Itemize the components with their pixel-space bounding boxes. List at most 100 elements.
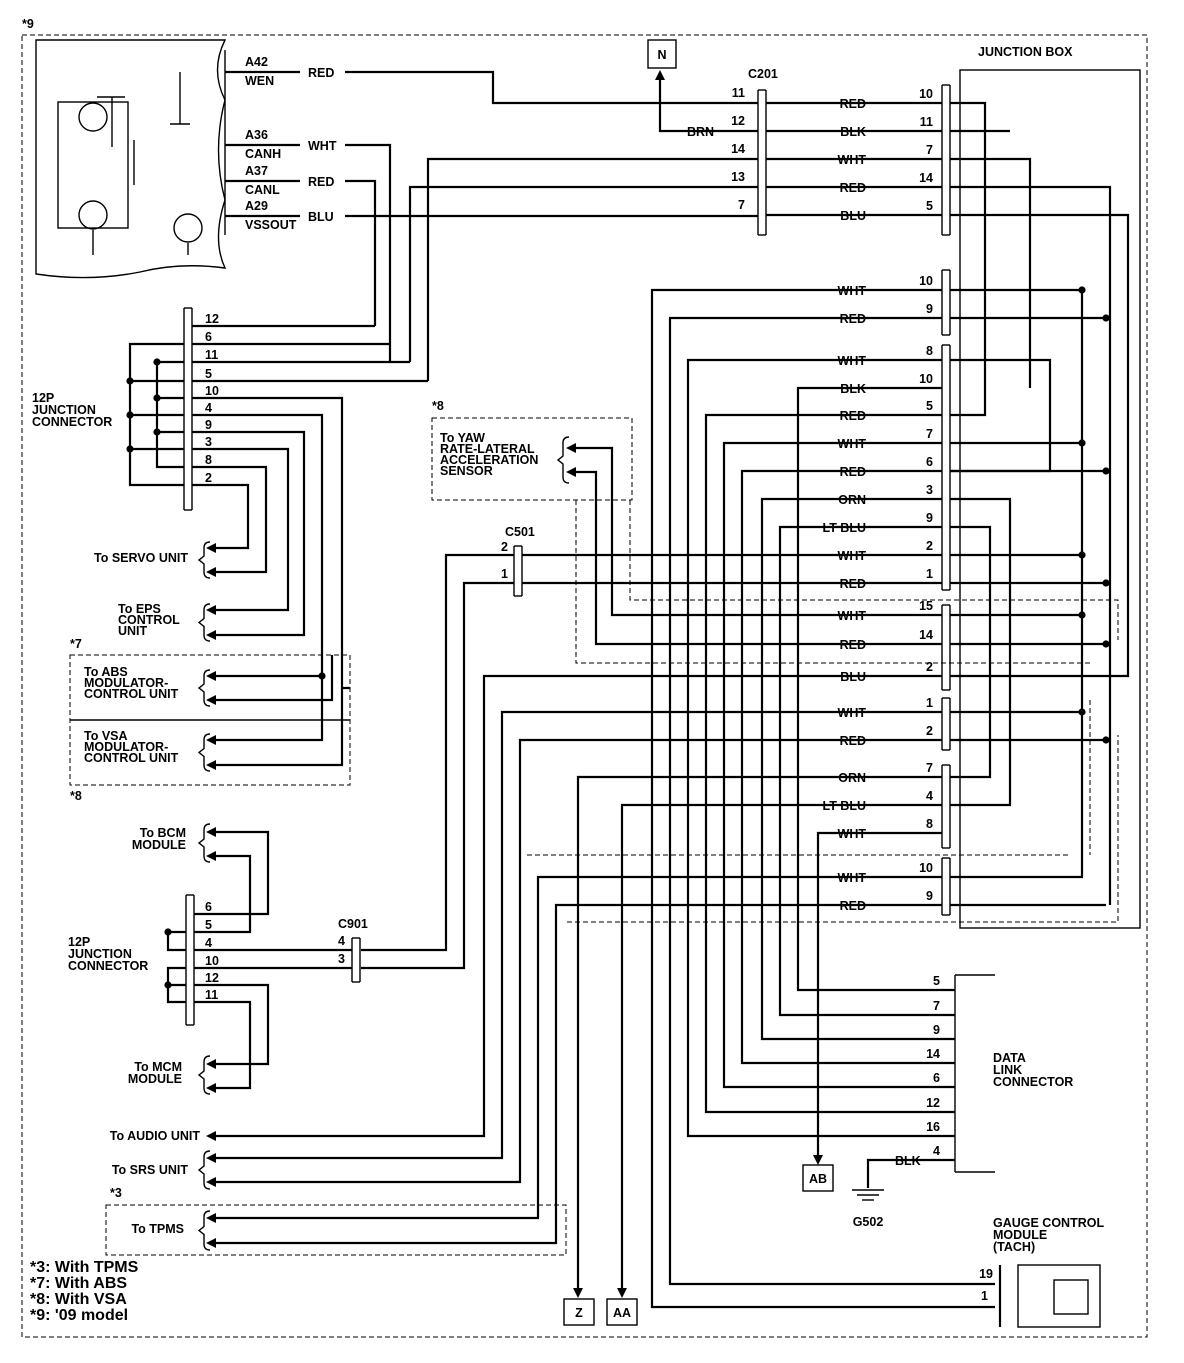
tpms-option-dash [527, 700, 1119, 923]
wire-servo-1 [192, 483, 250, 550]
note-star8-yaw: *8 [432, 399, 444, 413]
c501-pin: 1 [501, 567, 508, 581]
jb-pin: 1 [926, 567, 933, 581]
wire-mcm-2 [194, 1000, 252, 1090]
wire-srs-1 [215, 710, 870, 1160]
label-tpms: To TPMS [131, 1222, 184, 1236]
abs-brace [197, 669, 211, 707]
servo-brace [197, 541, 211, 579]
jb-pin: 11 [920, 115, 933, 129]
dlc-pin: 9 [933, 1023, 940, 1037]
note-star7: *7 [70, 637, 82, 651]
jb-pin: 5 [926, 199, 933, 213]
jb-pin: 9 [926, 889, 933, 903]
jb-pin: 1 [926, 696, 933, 710]
jc-top-pin: 2 [205, 471, 212, 485]
terminal-aa-label: AA [613, 1306, 631, 1320]
arrow-down-icon [617, 1288, 627, 1298]
jb-pin: 10 [919, 861, 933, 875]
jc-top-pin: 6 [205, 330, 212, 344]
c201-pin: 13 [731, 170, 745, 184]
jb-pin: 14 [919, 171, 933, 185]
label-bcm: MODULE [132, 838, 186, 852]
label-eps: CONTROL [118, 613, 180, 627]
jb-pin: 15 [919, 599, 933, 613]
vsa-brace [197, 733, 211, 772]
wire-yaw-red [575, 470, 870, 646]
wire-dlc-6 [722, 441, 955, 1089]
wire-dlc-5 [796, 386, 955, 992]
jb-internal [950, 525, 992, 779]
arrow-left-icon [206, 543, 216, 553]
jb-wire-color: WHT [838, 871, 867, 885]
jb-pin: 3 [926, 483, 933, 497]
ecm-pin-A36: A36 [245, 128, 268, 142]
splice-dot [1078, 286, 1086, 294]
wire-mcm-1 [194, 983, 270, 1066]
arrow-left-icon [206, 695, 216, 705]
bcm-brace [197, 823, 211, 863]
brn-wire-color: BRN [687, 125, 714, 139]
terminal-n [647, 39, 677, 69]
dlc-pin: 14 [926, 1047, 940, 1061]
label-srs: To SRS UNIT [112, 1163, 189, 1177]
wire-abs-2 [215, 655, 334, 702]
jb-wire-color: RED [840, 638, 866, 652]
splice-dot [1102, 314, 1110, 322]
jc-bottom-pin: 11 [205, 988, 218, 1002]
yaw-label: ACCELERATION [440, 453, 538, 467]
splice-dot [153, 428, 161, 436]
arrow-left-icon [206, 1213, 216, 1223]
wire-gauge-1 [650, 288, 995, 1309]
c901-label: C901 [338, 917, 368, 931]
canh-wire [345, 143, 392, 362]
splice-dot [1078, 611, 1086, 619]
jb-internal [950, 497, 1012, 807]
arrow-left-icon [206, 567, 216, 577]
ecm-wire-color: RED [308, 175, 334, 189]
jb-wire-color: RED [840, 734, 866, 748]
jc-top-pin: 8 [205, 453, 212, 467]
wire-tpms-1 [215, 875, 870, 1220]
gauge-label: GAUGE CONTROL [993, 1216, 1104, 1230]
yaw-brace [556, 436, 570, 484]
dlc-label: CONNECTOR [993, 1075, 1073, 1089]
ecm-pin-name-canl: CANL [245, 183, 280, 197]
label-bcm: To BCM [140, 826, 186, 840]
wire-dlc-14 [740, 469, 955, 1065]
gauge-label: MODULE [993, 1228, 1047, 1242]
arrow-left-icon [206, 671, 216, 681]
jb-wire-color: WHT [838, 609, 867, 623]
wire-group [126, 39, 1130, 1326]
jc-bottom-bridge [166, 930, 186, 952]
jc-top-label: CONNECTOR [32, 415, 112, 429]
c201-pin: 14 [731, 142, 745, 156]
legend-item: *9: '09 model [30, 1307, 128, 1324]
jc-top-pin: 4 [205, 401, 212, 415]
c901-pin: 3 [338, 952, 345, 966]
splice-dot [1102, 579, 1110, 587]
yaw-label: RATE-LATERAL [440, 442, 535, 456]
gauge-label: (TACH) [993, 1240, 1035, 1254]
wire-yaw-wht [575, 446, 870, 617]
ecm-pin-name-vssout: VSSOUT [245, 218, 297, 232]
wire-eps-1 [192, 447, 290, 612]
c201-pin: 11 [732, 86, 745, 100]
arrow-down-icon [813, 1155, 823, 1165]
label-mcm: To MCM [134, 1060, 182, 1074]
wen-wire [345, 70, 758, 105]
wire-aa [620, 803, 870, 1290]
c501-label: C501 [505, 525, 535, 539]
gauge-control-module [998, 1264, 1101, 1328]
label-abs: To ABS [84, 665, 128, 679]
wire-srs-2 [215, 738, 870, 1184]
jb-pin: 8 [926, 344, 933, 358]
legend-item: *3: With TPMS [30, 1259, 139, 1276]
legend-item: *7: With ABS [30, 1275, 127, 1292]
label-vsa: To VSA [84, 729, 128, 743]
terminal-g502: G502 [853, 1215, 884, 1229]
jb-pin: 7 [926, 761, 933, 775]
jb-wire-color: LT BLU [822, 799, 866, 813]
